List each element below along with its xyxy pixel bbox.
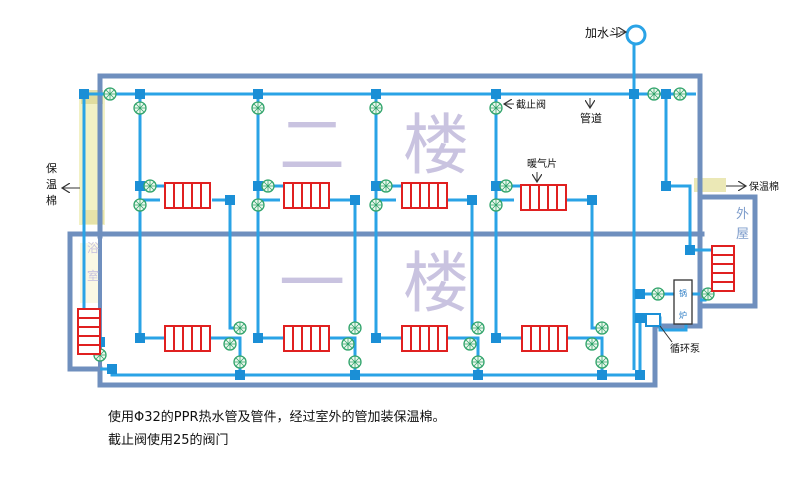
radiator-icon — [401, 182, 448, 209]
valve-icon — [251, 198, 265, 212]
valve-icon — [471, 321, 485, 335]
floor-1-label-b: 楼 — [403, 245, 469, 322]
boiler-label: 锅 — [679, 288, 687, 298]
radiator-label: 暖气片 — [527, 157, 557, 170]
pipe-label: 管道 — [580, 111, 602, 125]
valve-icon — [143, 179, 157, 193]
note-line-2: 截止阀使用25的阀门 — [108, 433, 229, 448]
floor-2-label-b: 楼 — [403, 107, 469, 184]
note-line-1: 使用Φ32的PPR热水管及管件，经过室外的管加装保温棉。 — [108, 410, 446, 425]
radiator-icon — [164, 182, 211, 209]
valve-icon — [701, 287, 715, 301]
valve-icon — [499, 179, 513, 193]
valve-icon — [261, 179, 275, 193]
svg-text:炉: 炉 — [679, 310, 687, 320]
radiator-icon — [401, 325, 448, 352]
valve-icon — [595, 321, 609, 335]
pump-leader — [659, 325, 673, 343]
boiler-icon: 锅 炉 — [673, 279, 693, 325]
radiators — [77, 182, 735, 355]
valve-icon — [651, 287, 665, 301]
bathroom-label: 浴 室 — [87, 241, 103, 283]
valve-icon — [489, 101, 503, 115]
water-funnel-label: 加水斗 — [585, 26, 621, 40]
insulation-right-label: 保温棉 — [749, 180, 779, 193]
valve-icon — [348, 355, 362, 369]
valve-icon — [103, 87, 117, 101]
radiator-icon — [283, 182, 330, 209]
pump-label: 循环泵 — [670, 342, 700, 355]
valve-icon — [379, 179, 393, 193]
shutoff-valve-label: 截止阀 — [516, 98, 546, 111]
floor-1-label: 一 — [279, 245, 345, 322]
shutoff-valves — [93, 87, 715, 369]
radiator-icon — [283, 325, 330, 352]
valve-icon — [489, 198, 503, 212]
valve-icon — [463, 337, 477, 351]
valve-icon — [673, 87, 687, 101]
radiator-icon — [711, 245, 735, 292]
valve-icon — [233, 321, 247, 335]
valve-icon — [471, 355, 485, 369]
radiator-icon — [164, 325, 211, 352]
valve-icon — [369, 198, 383, 212]
valve-icon — [233, 355, 247, 369]
radiator-icon — [77, 308, 101, 355]
valve-icon — [251, 101, 265, 115]
radiator-icon — [520, 184, 567, 211]
valve-icon — [223, 337, 237, 351]
outdoor-room-label: 外 屋 — [736, 207, 753, 242]
insulation-left-label: 保 温 棉 — [46, 161, 61, 207]
valve-icon — [595, 355, 609, 369]
valve-icon — [341, 337, 355, 351]
valve-icon — [647, 87, 661, 101]
pump-icon — [645, 313, 661, 327]
radiator-icon — [521, 325, 568, 352]
valve-icon — [348, 321, 362, 335]
valve-icon — [133, 101, 147, 115]
floor-2-label: 二 — [279, 107, 345, 184]
valve-icon — [585, 337, 599, 351]
valve-icon — [369, 101, 383, 115]
water-funnel-icon — [625, 24, 647, 46]
valve-icon — [133, 198, 147, 212]
